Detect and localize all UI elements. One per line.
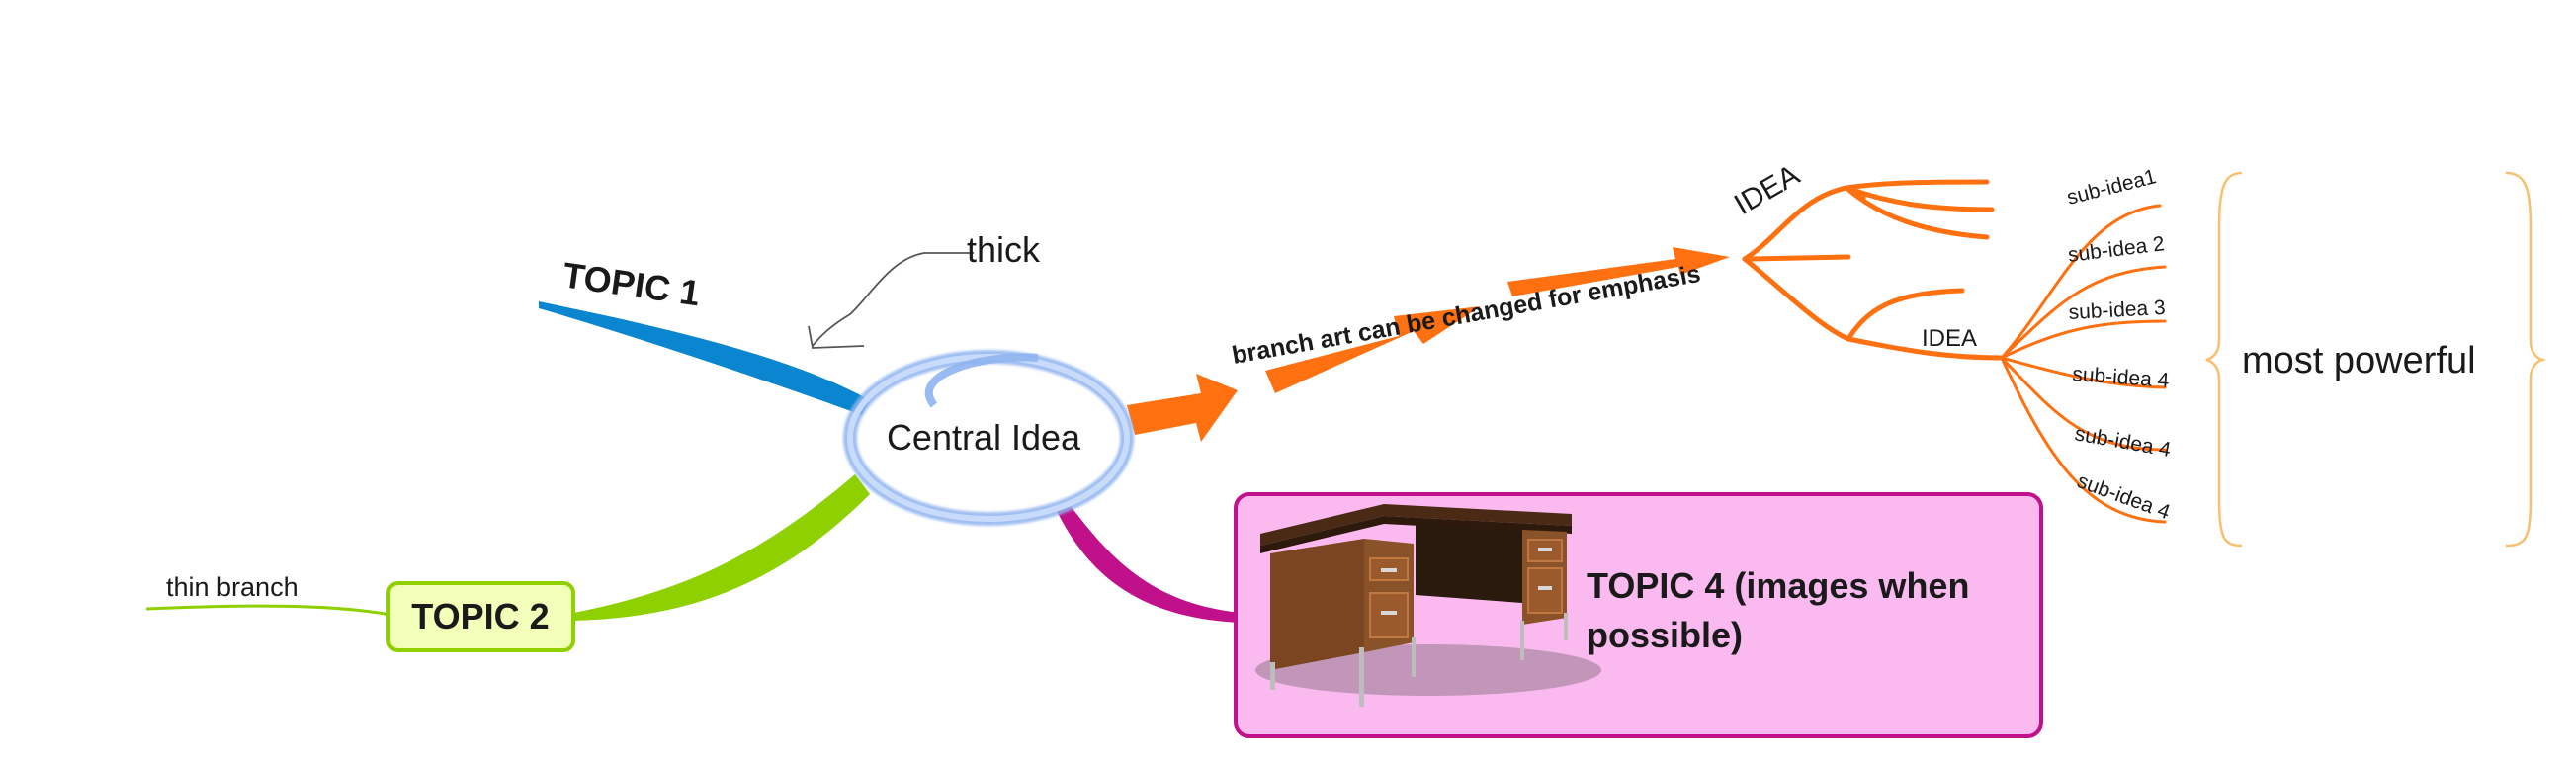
topic2-branch[interactable] xyxy=(573,474,870,621)
thick-label: thick xyxy=(967,229,1041,270)
branch-art-label: branch art can be changed for emphasis xyxy=(1230,260,1702,370)
topic1-label[interactable]: TOPIC 1 xyxy=(560,254,703,313)
sub-idea-label[interactable]: sub-idea 4 xyxy=(2072,363,2171,392)
orange-arrow-1[interactable] xyxy=(1127,374,1238,442)
idea-label-top[interactable]: IDEA xyxy=(1729,158,1805,221)
topic2-label: TOPIC 2 xyxy=(411,596,549,636)
sub-idea-label[interactable]: sub-idea 3 xyxy=(2068,296,2166,324)
orange-arrow-3[interactable] xyxy=(1507,247,1730,296)
thin-branch-label: thin branch xyxy=(166,572,299,602)
central-idea-bubble[interactable]: Central Idea xyxy=(843,350,1134,526)
sub-idea-label[interactable]: sub-idea1 xyxy=(2065,165,2159,210)
topic1-branch[interactable] xyxy=(539,301,870,415)
topic4-label: TOPIC 4 (images when possible) xyxy=(1587,565,1970,655)
idea-tree xyxy=(1742,179,2005,361)
topic4-branch[interactable] xyxy=(1056,502,1241,623)
bracket-label: most powerful xyxy=(2242,340,2476,381)
central-idea-label: Central Idea xyxy=(887,417,1081,458)
idea-label-mid[interactable]: IDEA xyxy=(1922,325,1977,352)
desk-icon xyxy=(1255,504,1601,707)
sub-idea-label[interactable]: sub-idea 4 xyxy=(2073,422,2173,462)
orange-arrow-2[interactable] xyxy=(1265,306,1481,393)
sub-idea-label[interactable]: sub-idea 2 xyxy=(2067,232,2166,267)
topic2-node[interactable]: TOPIC 2 xyxy=(386,581,575,652)
thick-annotation-line xyxy=(808,252,974,349)
sub-idea-fan xyxy=(2000,204,2167,524)
bracket-right xyxy=(2505,171,2547,548)
bracket xyxy=(2205,171,2243,548)
sub-idea-label[interactable]: sub-idea 4 xyxy=(2074,469,2173,524)
thin-branch[interactable] xyxy=(145,604,391,617)
